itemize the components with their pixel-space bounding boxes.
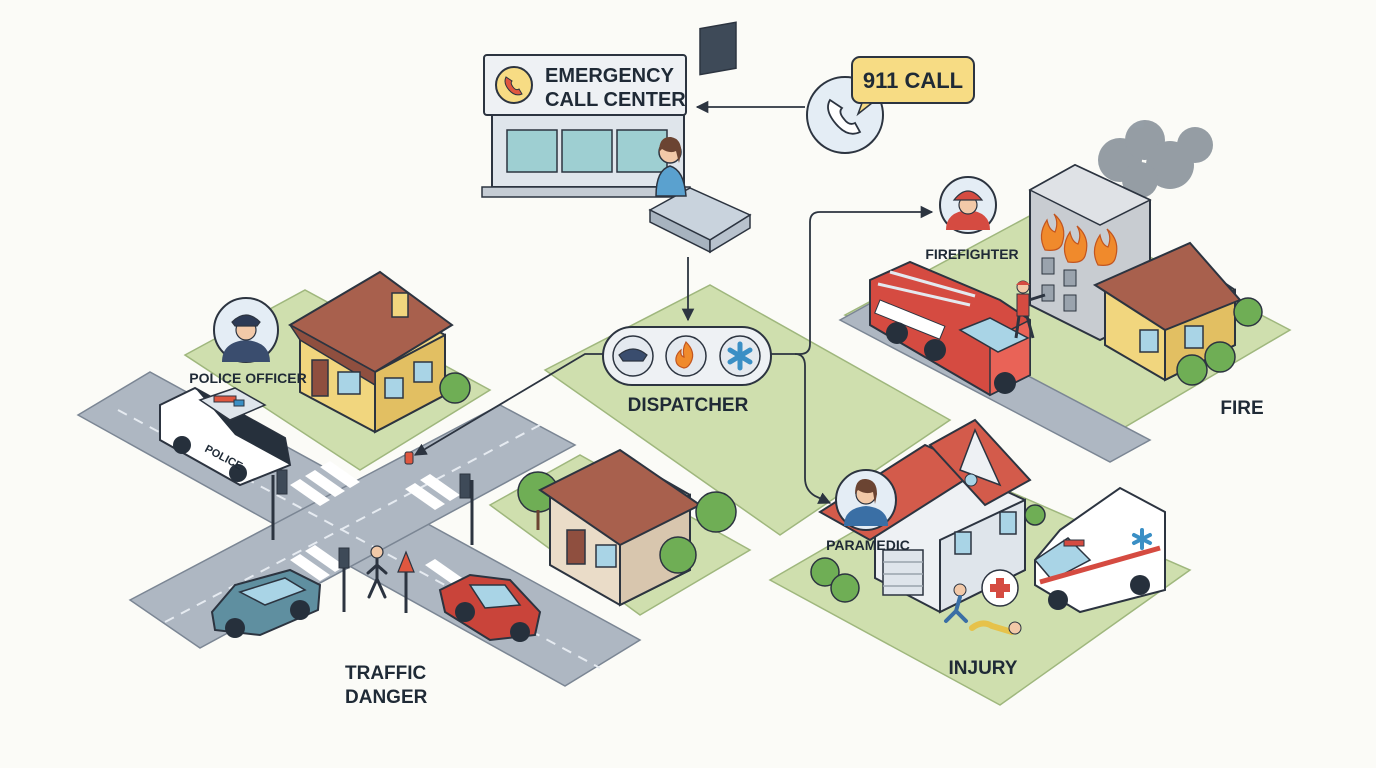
dispatcher-to-police-arrow [413, 353, 603, 456]
dispatcher-to-fire-arrow [771, 205, 934, 355]
police-area-house [287, 270, 471, 434]
dispatcher-hub [602, 326, 772, 386]
beige-house [517, 448, 737, 607]
dispatcher-to-injury-arrow [794, 353, 832, 504]
injured-person-scene [944, 583, 1022, 635]
911-call-badge [851, 56, 975, 117]
police-cap-icon [612, 335, 654, 377]
teal-car [210, 568, 322, 638]
pedestrian [366, 545, 388, 599]
call-center-title-line2: CALL CENTER [545, 89, 686, 111]
ambulance [1033, 486, 1166, 614]
fire-label: FIRE [1220, 398, 1263, 419]
fire-truck [869, 260, 1031, 397]
traffic-danger-label-line2: DANGER [345, 687, 428, 708]
fire-area-house [1092, 241, 1263, 386]
call-center-building [481, 54, 691, 198]
fire-hydrant [404, 451, 414, 465]
firefighter-avatar [939, 176, 997, 234]
traffic-light-left [271, 469, 288, 540]
call-center-title-line1: EMERGENCY [545, 65, 675, 87]
medical-cross-icon [981, 569, 1019, 607]
paramedic-label: PARAMEDIC [826, 537, 910, 553]
building-flames [1040, 213, 1118, 266]
pedestrian-signal [338, 547, 350, 612]
traffic-danger-label-line1: TRAFFIC [345, 663, 427, 684]
flame-icon [665, 335, 707, 377]
smoke-cloud [1098, 120, 1213, 198]
red-car [438, 573, 542, 642]
warning-sign [397, 550, 415, 613]
firefighter-label: FIREFIGHTER [925, 246, 1018, 262]
police-officer-label: POLICE OFFICER [189, 370, 306, 386]
injury-label: INJURY [949, 658, 1018, 679]
paramedic-avatar [835, 469, 897, 531]
call-operator [648, 21, 752, 254]
call-center-phone-icon [495, 66, 533, 104]
police-car: POLICE [159, 386, 292, 487]
dispatcher-label: DISPATCHER [628, 395, 749, 416]
firefighter-figure [1014, 280, 1046, 339]
police-officer-avatar [213, 297, 279, 363]
911-call-label: 911 CALL [863, 68, 963, 93]
traffic-light-right [459, 473, 474, 545]
star-of-life-icon [719, 335, 761, 377]
